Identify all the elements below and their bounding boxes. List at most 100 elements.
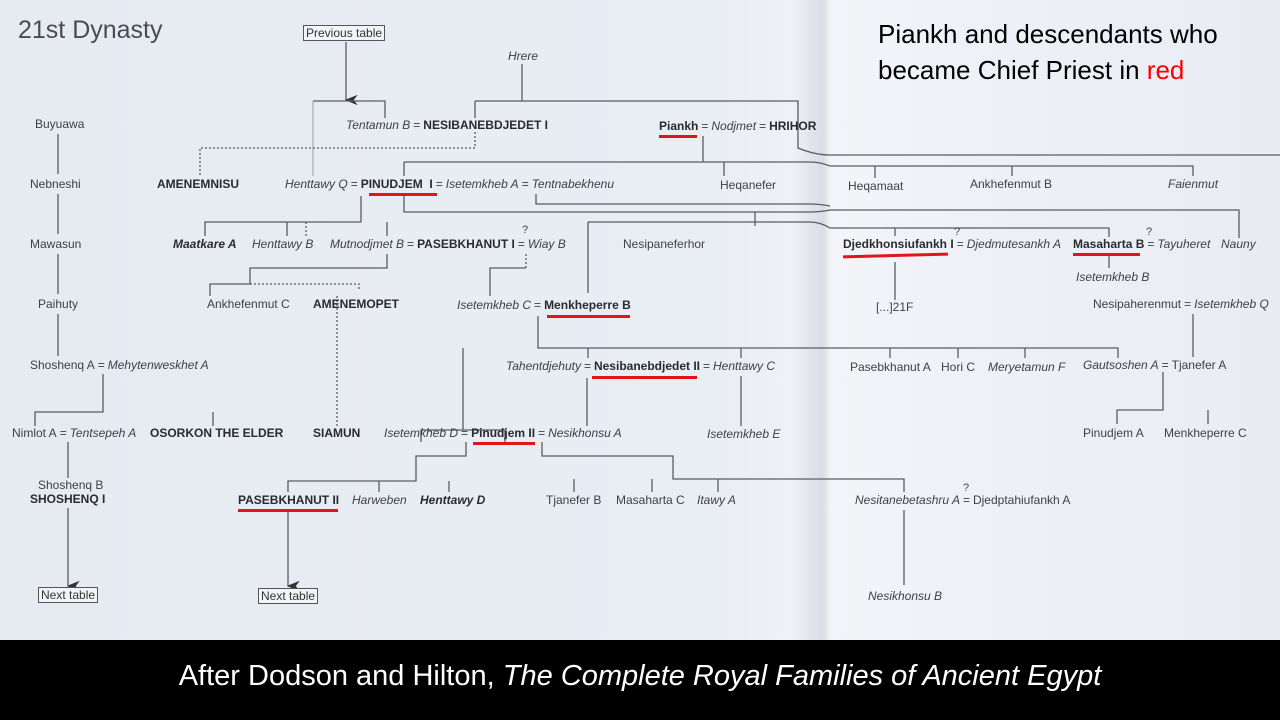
person: Heqamaat bbox=[848, 179, 904, 193]
red-underline-menkheperre-b bbox=[547, 315, 630, 318]
person: Buyuawa bbox=[35, 117, 85, 131]
couple-row: Isetemkheb C=Menkheperre B bbox=[457, 298, 631, 312]
couple-row: Tentamun B=NESIBANEBDJEDET I bbox=[346, 118, 548, 132]
couple-row: Tahentdjehuty=Nesibanebdjedet II=Henttaw… bbox=[506, 359, 775, 373]
person: Tentnabekhenu bbox=[531, 177, 615, 191]
couple-row: Masaharta B=Tayuheret bbox=[1073, 237, 1210, 251]
red-underline-pasebkhanut-ii bbox=[238, 509, 338, 512]
person: Heqanefer bbox=[720, 178, 777, 192]
red-underline-pinudjem-i bbox=[369, 193, 437, 196]
eq: = bbox=[583, 359, 591, 373]
note-red-word: red bbox=[1146, 55, 1185, 85]
person: Shoshenq B bbox=[38, 478, 104, 492]
line bbox=[587, 221, 1110, 293]
line bbox=[34, 134, 214, 478]
person: Nesipaneferhor bbox=[623, 237, 706, 251]
uncertain-mark: ? bbox=[954, 226, 961, 238]
family-tree-page: 21st Dynasty Piankh and descendants who … bbox=[0, 0, 1280, 640]
dynasty-title: 21st Dynasty bbox=[18, 16, 163, 44]
legend-note: Piankh and descendants who became Chief … bbox=[878, 16, 1218, 88]
red-underline-pinudjem-ii bbox=[473, 442, 535, 445]
person: Masaharta C bbox=[616, 493, 685, 507]
person: Isetemkheb B bbox=[1076, 270, 1150, 284]
eq: = bbox=[701, 119, 709, 133]
person: Itawy A bbox=[697, 493, 736, 507]
next-table-box-mid: Next table bbox=[258, 588, 319, 604]
person: Nesikhonsu A bbox=[548, 426, 622, 440]
person: Nesikhonsu B bbox=[868, 589, 943, 603]
tree-lines bbox=[34, 42, 1280, 592]
caption-book-title: The Complete Royal Families of Ancient E… bbox=[502, 660, 1102, 692]
couple-row: Mutnodjmet B=PASEBKHANUT I=Wiay B bbox=[330, 237, 566, 251]
person: Djedmutesankh A bbox=[966, 237, 1061, 251]
couple-row: Isetemkheb D=Pinudjem II=Nesikhonsu A bbox=[384, 426, 622, 440]
person: Pasebkhanut A bbox=[850, 360, 931, 374]
person: Isetemkheb D bbox=[384, 426, 459, 440]
couple-row: Henttawy Q=PINUDJEM I=Isetemkheb A=Tentn… bbox=[285, 177, 614, 191]
eq: = bbox=[521, 177, 529, 191]
couple-row: Piankh=Nodjmet=HRIHOR bbox=[659, 119, 816, 133]
note-line2-text: became Chief Priest in bbox=[878, 55, 1147, 85]
person-pinudjem-i: PINUDJEM I bbox=[360, 177, 433, 191]
dotted-line bbox=[250, 283, 360, 426]
eq: = bbox=[435, 177, 443, 191]
eq: = bbox=[97, 358, 105, 372]
couple-row: Gautsoshen A=Tjanefer A bbox=[1083, 358, 1226, 372]
line bbox=[204, 196, 388, 236]
line bbox=[209, 254, 388, 296]
person: Wiay B bbox=[527, 237, 566, 251]
person: Tentsepeh A bbox=[69, 426, 137, 440]
person: AMENEMOPET bbox=[313, 297, 400, 311]
person: Nodjmet bbox=[711, 119, 757, 133]
couple-row: Nimlot A=Tentsepeh A bbox=[12, 426, 136, 440]
person: Mehytenweskhet A bbox=[107, 358, 209, 372]
line bbox=[404, 136, 1194, 178]
person: Henttawy C bbox=[713, 359, 776, 373]
person: Paihuty bbox=[38, 297, 79, 311]
person: PASEBKHANUT I bbox=[417, 237, 515, 251]
person: Ankhefenmut C bbox=[207, 297, 290, 311]
person: HRIHOR bbox=[769, 119, 817, 133]
person: Menkheperre C bbox=[1164, 426, 1247, 440]
person: [...]21F bbox=[876, 300, 914, 314]
line bbox=[541, 442, 905, 585]
eq: = bbox=[1161, 358, 1169, 372]
couple-row: Shoshenq A=Mehytenweskhet A bbox=[30, 358, 209, 372]
uncertain-mark: ? bbox=[1146, 226, 1153, 238]
red-underline-masaharta-b bbox=[1073, 253, 1140, 256]
line bbox=[462, 316, 1119, 430]
eq: = bbox=[956, 237, 964, 251]
person: SHOSHENQ I bbox=[30, 492, 106, 506]
line bbox=[287, 442, 467, 492]
line bbox=[403, 162, 1240, 238]
person: Faienmut bbox=[1168, 177, 1219, 191]
couple-row: Djedkhonsiufankh I=Djedmutesankh A bbox=[843, 237, 1061, 251]
person: SIAMUN bbox=[313, 426, 361, 440]
person: Tahentdjehuty bbox=[506, 359, 581, 373]
person: Mawasun bbox=[30, 237, 82, 251]
person: Nauny bbox=[1221, 237, 1256, 251]
person: NESIBANEBDJEDET I bbox=[423, 118, 548, 132]
person-hrere: Hrere bbox=[508, 49, 539, 63]
eq: = bbox=[1147, 237, 1155, 251]
person: Isetemkheb A bbox=[445, 177, 519, 191]
eq: = bbox=[350, 177, 358, 191]
person: Tjanefer B bbox=[546, 493, 602, 507]
person-nesibanebdjedet-ii: Nesibanebdjedet II bbox=[593, 359, 700, 373]
person: Meryetamun F bbox=[988, 360, 1066, 374]
line bbox=[420, 372, 1209, 442]
eq: = bbox=[962, 493, 970, 507]
uncertain-mark: ? bbox=[963, 482, 970, 494]
line bbox=[313, 100, 386, 118]
person: Tjanefer A bbox=[1171, 358, 1227, 372]
person-djedkhonsiufankh-i: Djedkhonsiufankh I bbox=[843, 237, 954, 251]
person: Isetemkheb Q bbox=[1194, 297, 1269, 311]
person: Gautsoshen A bbox=[1083, 358, 1159, 372]
couple-row: Nesitanebetashru A=Djedptahiufankh A bbox=[855, 493, 1070, 507]
person: Shoshenq A bbox=[30, 358, 95, 372]
person: Nesitanebetashru A bbox=[855, 493, 960, 507]
eq: = bbox=[534, 298, 542, 312]
person-menkheperre-b: Menkheperre B bbox=[544, 298, 631, 312]
person: Nimlot A bbox=[12, 426, 57, 440]
person: AMENEMNISU bbox=[157, 177, 240, 191]
